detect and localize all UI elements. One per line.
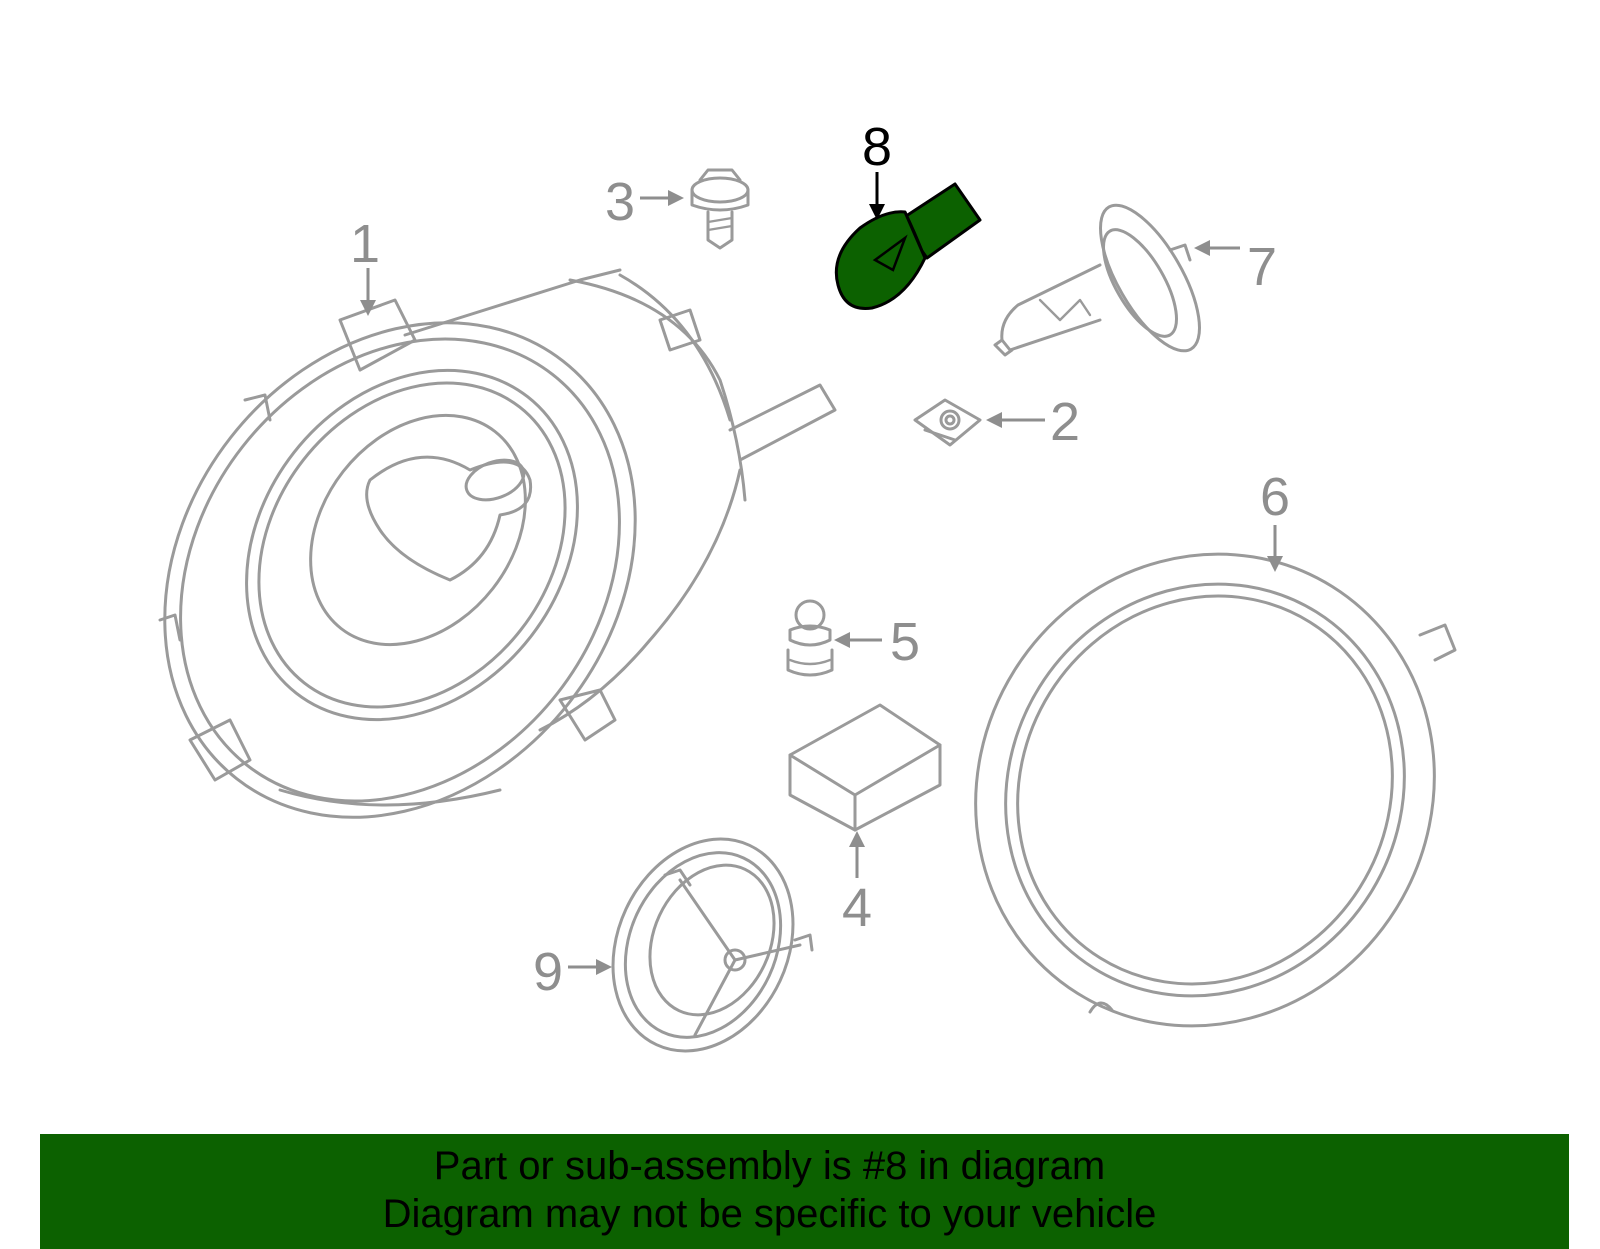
callout-5: 5 — [834, 612, 920, 672]
svg-text:6: 6 — [1260, 467, 1290, 527]
callout-8: 8 — [862, 117, 892, 220]
part-6-gasket-ring[interactable] — [887, 467, 1523, 1113]
svg-text:5: 5 — [890, 612, 920, 672]
svg-text:1: 1 — [350, 214, 380, 274]
svg-text:4: 4 — [842, 878, 872, 938]
callout-6: 6 — [1260, 467, 1290, 572]
svg-text:8: 8 — [862, 117, 892, 177]
svg-text:9: 9 — [533, 942, 563, 1002]
part-3-screw[interactable] — [690, 168, 750, 250]
info-banner: Part or sub-assembly is #8 in diagram Di… — [40, 1134, 1569, 1249]
svg-text:3: 3 — [605, 172, 635, 232]
callout-2: 2 — [986, 392, 1080, 452]
banner-line-2: Diagram may not be specific to your vehi… — [382, 1192, 1157, 1236]
callout-3: 3 — [605, 172, 684, 232]
part-2-clip-nut[interactable] — [913, 398, 982, 447]
svg-text:2: 2 — [1050, 392, 1080, 452]
callout-1: 1 — [350, 214, 380, 316]
part-5-socket[interactable] — [786, 599, 834, 677]
svg-text:7: 7 — [1247, 237, 1277, 297]
callout-9: 9 — [533, 942, 612, 1002]
banner-line-1: Part or sub-assembly is #8 in diagram — [433, 1144, 1106, 1188]
part-8-bulb-highlighted[interactable] — [834, 182, 982, 311]
part-7-halogen-bulb[interactable] — [993, 191, 1219, 365]
part-9-dust-cap[interactable] — [579, 809, 826, 1080]
part-1-headlight-assembly[interactable] — [67, 229, 837, 911]
callout-7: 7 — [1194, 237, 1277, 297]
part-4-control-unit[interactable] — [788, 703, 942, 832]
callout-4: 4 — [842, 831, 872, 938]
